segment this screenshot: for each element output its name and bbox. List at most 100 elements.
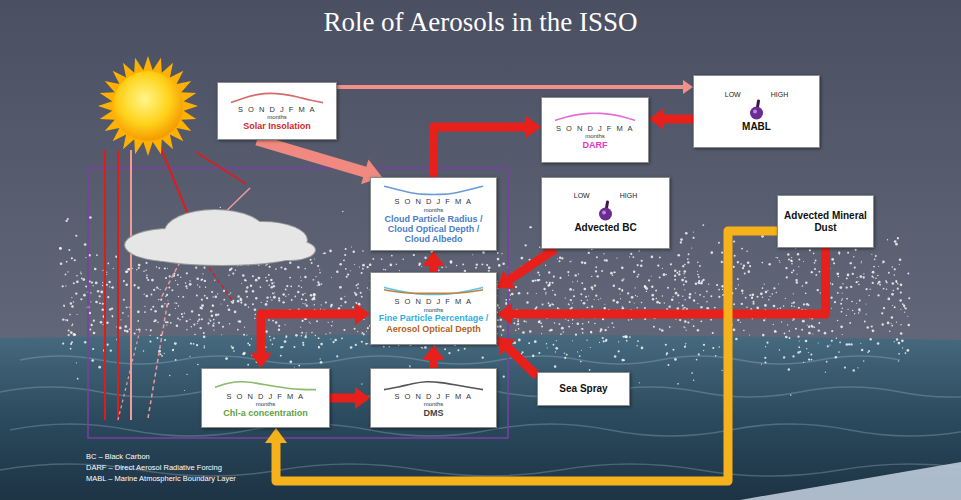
spray-dot [872,329,875,332]
spray-dot [879,284,881,286]
spray-dot [340,297,343,300]
spray-dot [422,347,423,348]
spray-dot [113,268,114,269]
spray-dot [870,289,871,290]
spray-dot [511,293,514,296]
arrow-head [497,271,516,289]
spray-dot [648,279,650,281]
spray-dot [794,306,795,307]
flow-arrow [497,248,826,325]
spray-dot [631,296,634,299]
spray-dot [186,374,187,375]
spray-dot [319,272,321,274]
spray-dot [686,330,687,331]
spray-dot [745,297,747,299]
spray-dot [589,369,591,371]
spray-dot [560,333,562,335]
arrow-shaft [330,394,356,403]
spray-dot [70,331,73,334]
spray-dot [217,314,219,316]
spray-dot [722,370,723,371]
spray-dot [766,342,768,344]
spray-dot [635,295,636,296]
spray-dot [271,286,273,288]
spray-dot [818,342,819,343]
spray-dot [189,280,190,281]
spray-dot [866,314,867,315]
spray-dot [666,354,667,355]
spray-dot [336,355,338,357]
month-axis: S O N D J F M A [547,125,643,134]
spray-dot [808,352,809,353]
spray-dot [280,267,282,269]
spray-dot [227,305,229,307]
spray-dot [306,332,307,333]
spray-dot [158,299,159,300]
spray-dot [635,287,636,288]
spray-dot [558,323,560,325]
spray-dot [278,329,280,331]
spray-dot [798,266,799,267]
spray-dot [90,324,92,326]
spray-dot [547,284,550,287]
spray-dot [189,283,192,286]
spray-dot [656,301,659,304]
spray-dot [860,343,861,344]
trend-area [547,110,643,125]
spray-dot [357,287,359,289]
spray-dot [555,351,556,352]
spray-dot [702,224,704,226]
spray-dot [875,255,877,257]
spray-dot [71,305,74,308]
spray-dot [752,301,754,303]
spray-dot [314,304,315,305]
spray-dot [618,288,620,290]
spray-dot [242,274,245,277]
spray-dot [580,293,582,295]
spray-dot [777,308,778,309]
spray-dot [513,322,515,324]
spray-dot [700,306,702,308]
spray-dot [304,303,306,305]
spray-dot [152,306,154,308]
spray-dot [711,319,712,320]
spray-dot [737,278,739,280]
spray-dot [196,277,199,280]
spray-dot [687,258,689,260]
spray-dot [541,326,543,328]
spray-dot [697,303,698,304]
spray-dot [644,285,646,287]
spray-dot [889,330,891,332]
spray-dot [95,301,98,304]
spray-dot [824,332,827,335]
spray-dot [710,319,712,321]
spray-dot [861,262,862,263]
spray-dot [693,379,694,380]
dial-highlight [753,109,757,113]
spray-dot [803,261,804,262]
spray-dot [252,275,254,277]
spray-dot [581,350,582,351]
spray-dot [270,297,271,298]
spray-dot [768,299,770,301]
spray-dot [357,283,359,285]
spray-dot [674,279,676,281]
spray-dot [898,342,901,345]
spray-dot [597,275,599,277]
spray-dot [791,271,793,273]
spray-dot [871,276,873,278]
spray-dot [265,277,267,279]
spray-dot [618,341,619,342]
spray-dot [154,310,156,312]
arrow-shaft [429,265,438,272]
spray-dot [629,301,631,303]
spray-dot [143,271,145,273]
spray-dot [107,296,109,298]
spray-dot [577,322,580,325]
spray-dot [846,278,848,280]
spray-dot [228,308,231,311]
spray-dot [744,273,746,275]
spray-dot [781,321,782,322]
spray-dot [325,301,327,303]
spray-dot [831,258,834,261]
